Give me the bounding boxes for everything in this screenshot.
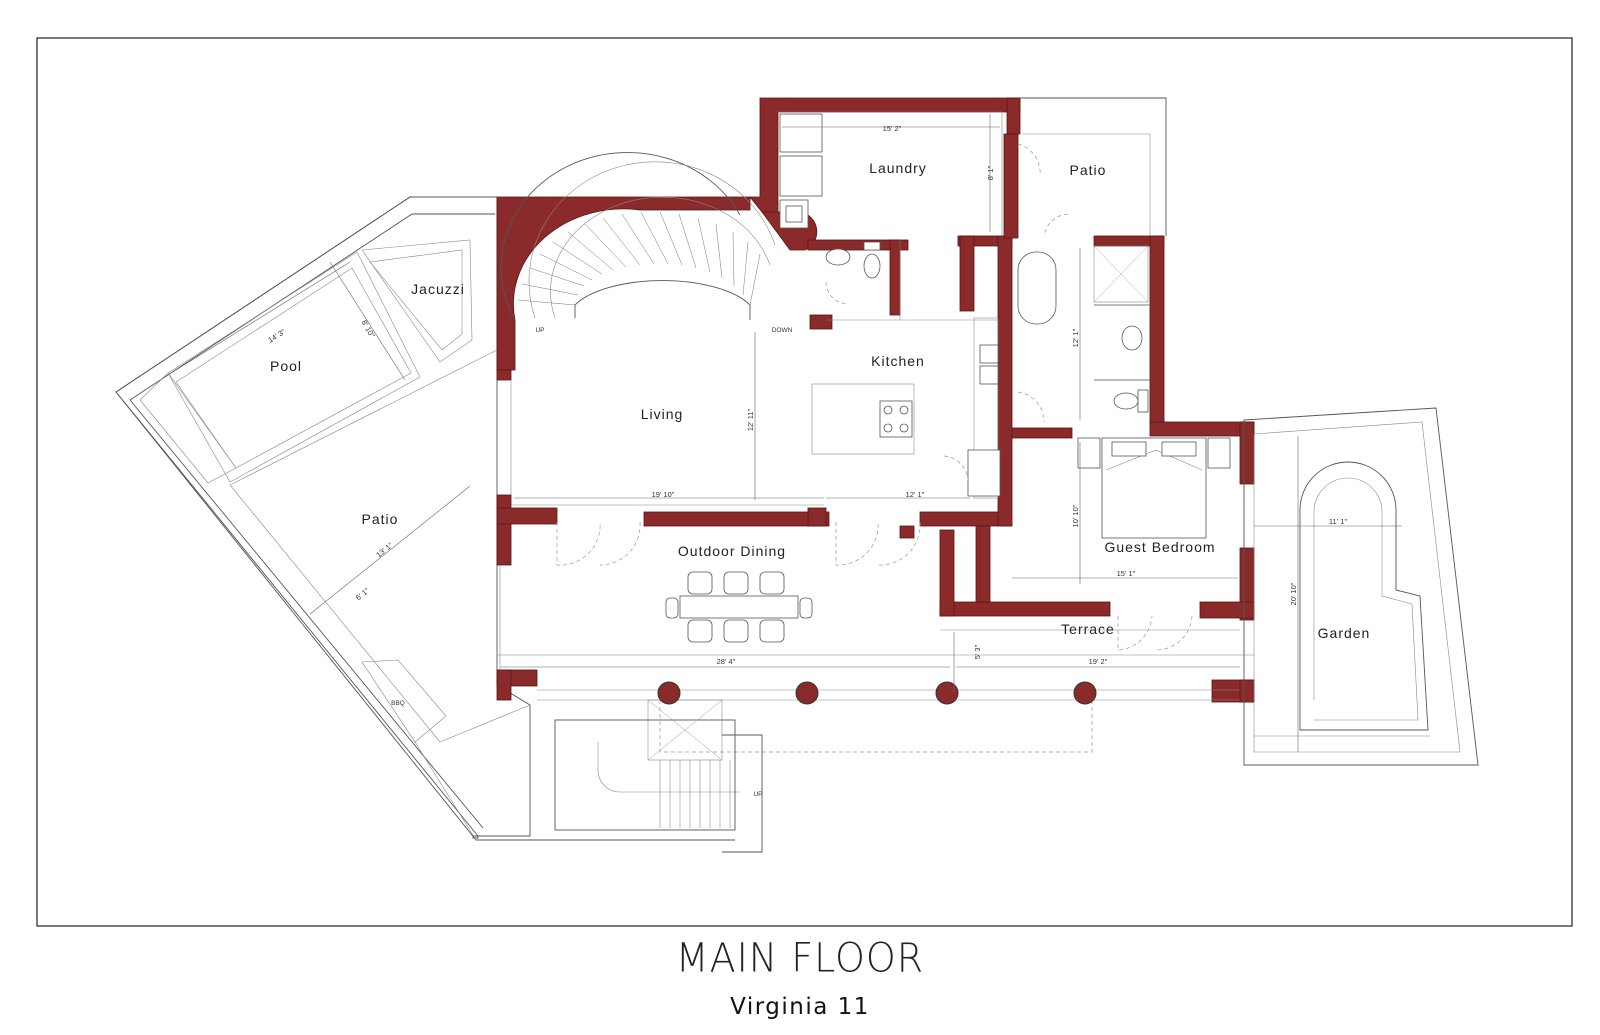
dim-pool-h: 8' 10" [360, 318, 377, 339]
room-label-garden: Garden [1318, 625, 1371, 641]
dim-pool-w: 14' 3" [266, 327, 287, 345]
plan-title: MAIN FLOOR [675, 934, 925, 982]
porch-columns [657, 681, 1097, 705]
room-label-pool: Pool [270, 358, 302, 374]
room-label-living: Living [641, 406, 684, 422]
dim-laundry-w: 15' 2" [883, 124, 902, 133]
dim-dining-w: 28' 4" [717, 657, 736, 666]
room-label-patio-left: Patio [362, 511, 399, 527]
house-walls [496, 97, 1255, 703]
dim-garden-w: 11' 1" [1329, 517, 1347, 526]
dim-bath-h: 12' 1" [1071, 328, 1080, 347]
dim-guest-w: 15' 1" [1117, 569, 1136, 578]
room-label-patio-top: Patio [1070, 162, 1107, 178]
plan-annotations: UP DOWN BBQ UP [391, 327, 792, 798]
bbq-label: BBQ [391, 700, 405, 707]
stair-up-label: UP [535, 327, 544, 334]
dim-kitchen-w: 12' 1" [906, 490, 925, 499]
plan-subtitle: Virginia 11 [730, 994, 870, 1020]
dim-patio-d2: 6' 1" [354, 586, 371, 602]
dim-living-w: 19' 10" [652, 490, 675, 499]
entry-up-label: UP [753, 791, 762, 798]
room-label-outdoor-dining: Outdoor Dining [678, 543, 786, 559]
dim-terrace-w: 19' 2" [1089, 657, 1108, 666]
dim-guest-h: 10' 10" [1071, 504, 1080, 527]
dim-terrace-h: 5' 3" [973, 644, 982, 659]
drawing-frame [36, 37, 1573, 927]
room-label-kitchen: Kitchen [871, 353, 925, 369]
dim-patio-d1: 13' 1" [374, 540, 394, 559]
dim-laundry-h: 8' 1" [986, 165, 995, 180]
door-swings [556, 143, 1193, 651]
interior-lines [497, 97, 1479, 853]
dimension-lines [175, 114, 1402, 752]
room-label-terrace: Terrace [1061, 621, 1115, 637]
room-label-laundry: Laundry [869, 160, 927, 176]
dim-garden-h: 20' 10" [1289, 582, 1298, 605]
room-label-guest-bedroom: Guest Bedroom [1104, 539, 1215, 555]
left-wing-outline [115, 196, 735, 841]
room-label-jacuzzi: Jacuzzi [411, 281, 465, 297]
room-labels: Laundry Patio Jacuzzi Pool Kitchen Livin… [270, 160, 1371, 641]
dim-living-h: 12' 11" [746, 409, 755, 432]
stair-down-label: DOWN [772, 327, 793, 334]
